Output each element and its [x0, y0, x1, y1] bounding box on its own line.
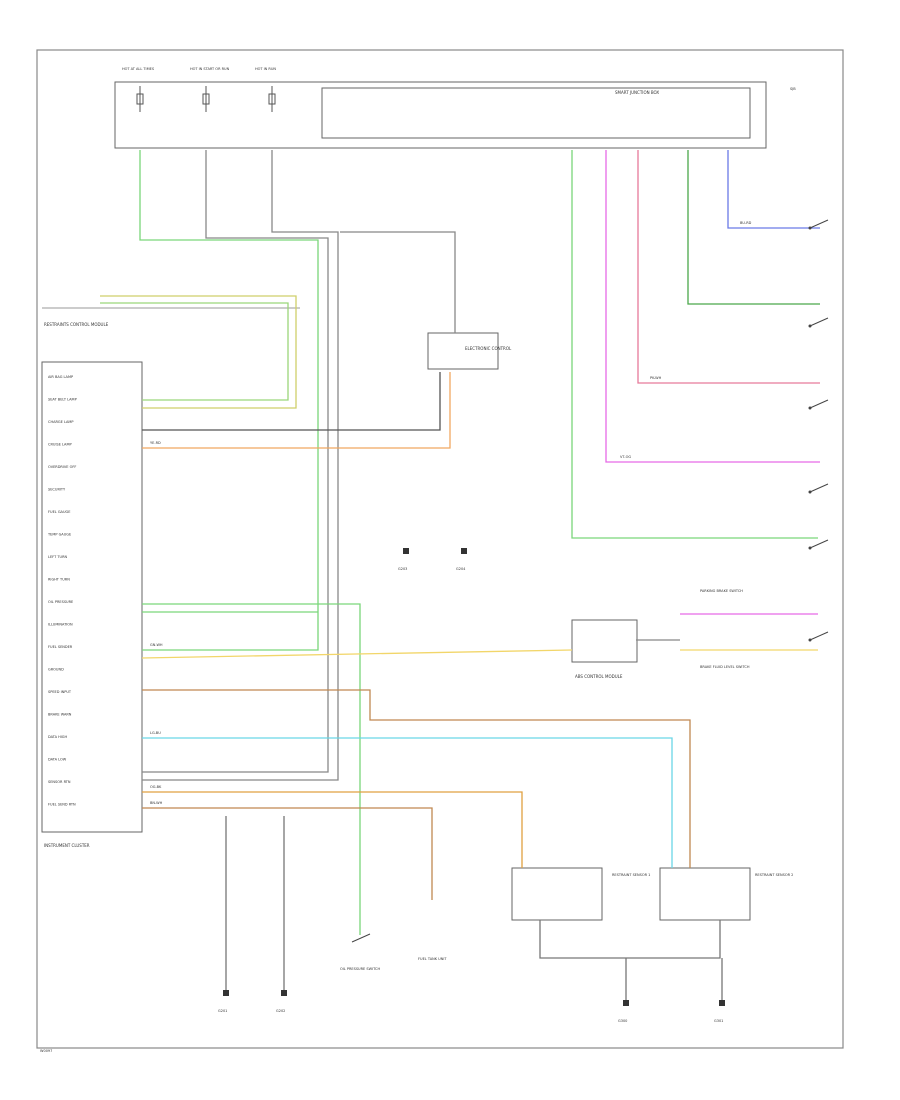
- wire-gray-1: [142, 150, 329, 773]
- cluster-pin-label: RIGHT TURN: [48, 578, 70, 582]
- wire-green-1: [139, 150, 319, 651]
- wire-gray-ec: [340, 231, 456, 333]
- wire-magenta: [605, 150, 820, 463]
- switch-oil-pressure: [351, 933, 371, 943]
- wire-lightgreen-restraint: [100, 302, 289, 401]
- cluster-pin-label: SECURITY: [48, 488, 66, 492]
- cluster-pin-label: SPEED INPUT: [48, 690, 72, 694]
- cluster-pin-label: AIR BAG LAMP: [48, 375, 73, 379]
- ground-label-2: G202: [276, 1009, 285, 1013]
- smart-junction-box: [321, 87, 751, 139]
- instrument-cluster-label: INSTRUMENT CLUSTER: [44, 843, 90, 848]
- hot-start-label: HOT IN START OR RUN: [190, 67, 230, 71]
- power-distribution-box: [114, 81, 767, 149]
- cluster-pin-label: SENSOR RTN: [48, 780, 71, 784]
- electronic-control-label: ELECTRONIC CONTROL: [465, 346, 512, 351]
- switch-park-brake: [808, 539, 829, 550]
- wire-yellow-abs: [141, 649, 573, 659]
- wire-tag-gn-wh: GN-WH: [150, 643, 163, 647]
- wire-gray-2: [142, 150, 339, 781]
- smart-junction-box-label: SMART JUNCTION BOX: [615, 90, 659, 95]
- cluster-pin-label: BRAKE WARN: [48, 713, 72, 717]
- hot-accy-label: HOT IN RUN: [255, 67, 276, 71]
- wire-sensor-bridge: [539, 920, 721, 959]
- restraint-sensor-2-box: [659, 867, 751, 921]
- wire-tag-og-bk: OG-BK: [150, 785, 162, 789]
- wire-brown-fuel: [142, 807, 433, 900]
- cluster-pin-label: FUEL SEND RTN: [48, 803, 76, 807]
- ground-symbol-3: [403, 548, 409, 554]
- restraint-sensor-2-label: RESTRAINT SENSOR 2: [755, 873, 793, 877]
- wire-tag-pk-wh: PK-WH: [650, 376, 662, 380]
- wire-yellow-restraint: [100, 295, 297, 409]
- cluster-pin-label: CRUISE LAMP: [48, 443, 72, 447]
- wire-orange-sensor: [142, 791, 523, 868]
- cluster-pin-label: FUEL SENDER: [48, 645, 73, 649]
- switch-overdrive: [808, 483, 829, 494]
- park-brake-switch-label: PARKING BRAKE SWITCH: [700, 589, 743, 593]
- wire-dark-ec: [142, 372, 441, 431]
- cluster-pin-label: CHARGE LAMP: [48, 420, 74, 424]
- hot-run-label: HOT AT ALL TIMES: [122, 67, 155, 71]
- abs-control-module-label: ABS CONTROL MODULE: [575, 674, 623, 679]
- cluster-pin-label: ILLUMINATION: [48, 623, 73, 627]
- wire-pink: [637, 150, 820, 384]
- wire-tag-lg-bu: LG-BU: [150, 731, 161, 735]
- oil-pressure-switch-label: OIL PRESSURE SWITCH: [340, 967, 380, 971]
- cluster-pin-label: DATA LOW: [48, 758, 67, 762]
- abs-control-module-box: [571, 619, 638, 663]
- ground-symbol-5: [623, 1000, 629, 1006]
- wire-tag-vt-og: VT-OG: [620, 455, 631, 459]
- diagram-frame: [36, 49, 844, 1049]
- ground-label-3: G203: [398, 567, 407, 571]
- wire-tag-bu-rd: BU-RD: [740, 221, 752, 225]
- wire-blue: [727, 150, 820, 229]
- cluster-pin-list: AIR BAG LAMP SEAT BELT LAMP CHARGE LAMP CRU…: [47, 375, 77, 807]
- ground-label-1: G201: [218, 1009, 227, 1013]
- wire-green-parkbrake: [571, 150, 818, 539]
- cluster-pin-label: OVERDRIVE OFF: [48, 465, 76, 469]
- electronic-control-box: [427, 332, 499, 370]
- cluster-pin-label: FUEL GAUGE: [48, 510, 70, 514]
- switch-door-rf: [808, 399, 829, 410]
- ground-symbol-6: [719, 1000, 725, 1006]
- fuse-group: [136, 86, 276, 112]
- restraint-sensor-1-label: RESTRAINT SENSOR 1: [612, 873, 650, 877]
- cluster-pin-label: GROUND: [48, 668, 64, 672]
- wire-brown-2: [142, 689, 691, 868]
- wire-darkgreen: [687, 150, 820, 305]
- wire-tag-ye-rd: YE-RD: [150, 441, 161, 445]
- switch-brake-fluid: [808, 631, 829, 642]
- wire-green-oil: [142, 603, 361, 935]
- restraint-sensor-1-box: [511, 867, 603, 921]
- cluster-pin-label: LEFT TURN: [48, 555, 67, 559]
- switch-door-lf: [808, 317, 829, 328]
- ground-label-6: G301: [714, 1019, 723, 1023]
- fuel-tank-unit-label: FUEL TANK UNIT: [418, 957, 447, 961]
- footer-code: W0097: [40, 1049, 52, 1053]
- ground-label-4: G204: [456, 567, 466, 571]
- cluster-pin-label: OIL PRESSURE: [48, 600, 73, 604]
- wire-orange-ec: [142, 372, 451, 449]
- instrument-cluster-box: [41, 361, 143, 833]
- wire-cyan: [142, 737, 673, 868]
- ground-symbol-1: [223, 990, 229, 996]
- smart-junction-box-short-label: SJB: [790, 87, 796, 91]
- ground-label-5: G300: [618, 1019, 627, 1023]
- wire-tag-bn-wh: BN-WH: [150, 801, 163, 805]
- cluster-pin-label: SEAT BELT LAMP: [48, 398, 77, 402]
- restraints-control-module-label: RESTRAINTS CONTROL MODULE: [44, 322, 109, 327]
- cluster-pin-label: DATA HIGH: [48, 735, 68, 739]
- cluster-pin-label: TEMP GAUGE: [47, 533, 71, 537]
- ground-symbol-4: [461, 548, 467, 554]
- brake-fluid-switch-label: BRAKE FLUID LEVEL SWITCH: [700, 665, 750, 669]
- ground-symbol-2: [281, 990, 287, 996]
- switch-seatbelt-driver: [808, 219, 829, 230]
